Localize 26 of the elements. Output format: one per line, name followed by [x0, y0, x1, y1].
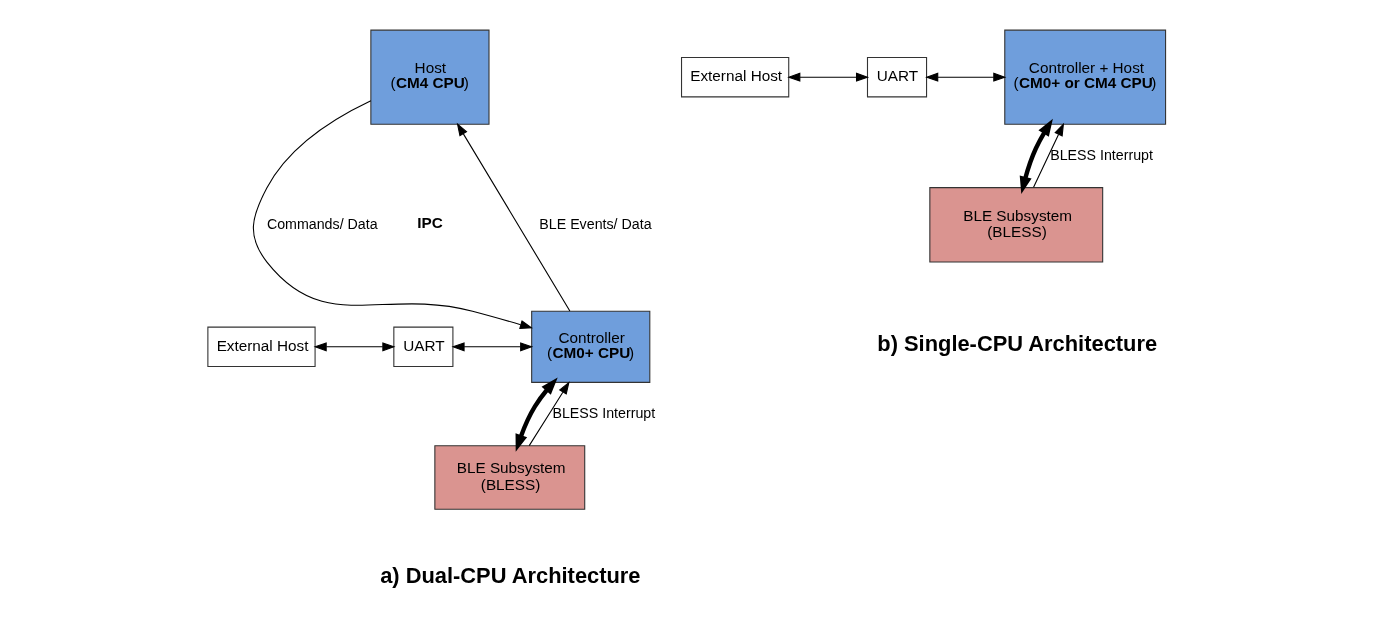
node-box: UART	[392, 326, 453, 368]
arrow	[515, 377, 558, 452]
arrow	[528, 381, 570, 447]
arrow	[1019, 118, 1053, 194]
arrow	[1032, 122, 1064, 188]
node-box: BLE Subsystem (BLESS)	[433, 445, 585, 510]
node-box: Controller (CM0+ CPU)	[530, 310, 650, 383]
edge-label: BLESS Interrupt	[1049, 146, 1153, 163]
label: IPC	[416, 213, 443, 231]
label: b) Single-CPU Architecture	[876, 331, 1157, 357]
edge-label: BLE Events/ Data	[538, 215, 652, 232]
label: a) Dual-CPU Architecture	[379, 562, 641, 588]
node-box: External Host	[680, 56, 789, 98]
node-box: BLE Subsystem (BLESS)	[928, 187, 1103, 263]
arrow	[252, 100, 533, 329]
arrow	[450, 342, 533, 352]
arrow	[786, 72, 869, 82]
edge-label: BLESS Interrupt	[551, 404, 655, 421]
node-box: External Host	[206, 326, 316, 368]
arrow	[456, 122, 570, 312]
node-box: Controller + Host (CM0+ or CM4 CPU)	[1003, 29, 1166, 125]
arrow	[313, 342, 395, 352]
arrow	[924, 72, 1006, 82]
node-box: UART	[866, 56, 927, 98]
node-box: Host (CM4 CPU)	[369, 29, 490, 125]
edge-label: Commands/ Data	[266, 215, 378, 232]
